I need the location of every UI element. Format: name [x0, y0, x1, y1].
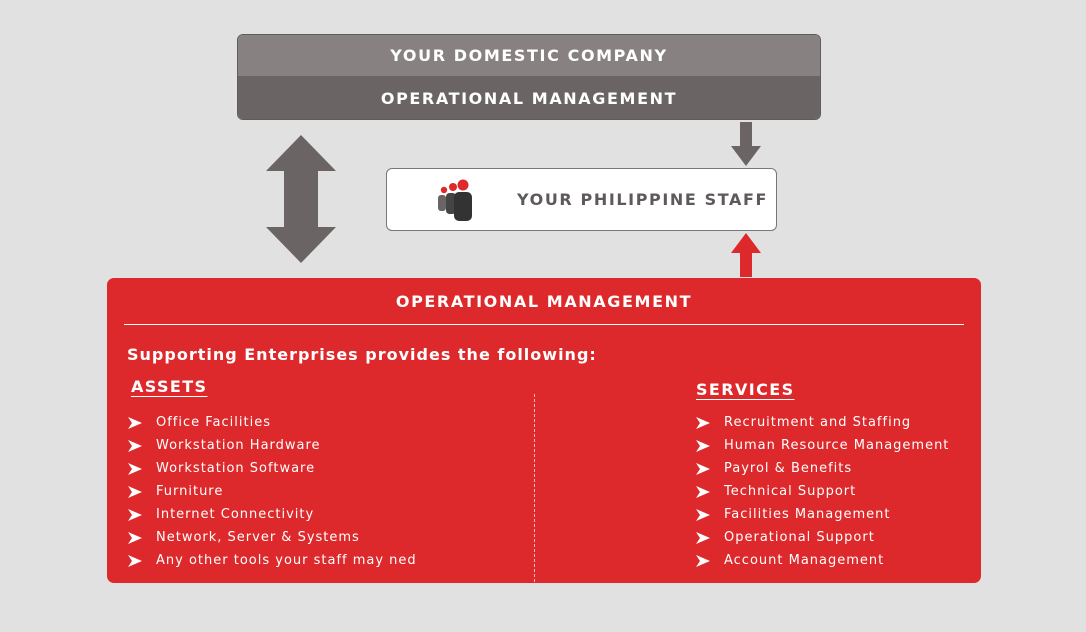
- chevron-right-icon: [128, 531, 156, 544]
- chevron-right-icon: [696, 485, 724, 498]
- list-item: Operational Support: [696, 526, 949, 549]
- list-item-label: Human Resource Management: [724, 438, 950, 453]
- list-item-label: Furniture: [156, 484, 224, 499]
- down-arrow-icon: [731, 122, 761, 166]
- chevron-right-icon: [696, 508, 724, 521]
- company-title: YOUR DOMESTIC COMPANY: [238, 35, 820, 76]
- up-arrow-icon: [731, 233, 761, 277]
- people-group-icon: [438, 179, 472, 221]
- list-item: Workstation Hardware: [128, 434, 417, 457]
- chevron-right-icon: [696, 531, 724, 544]
- chevron-right-icon: [696, 416, 724, 429]
- chevron-right-icon: [128, 439, 156, 452]
- list-item-label: Payrol & Benefits: [724, 461, 853, 476]
- list-item: Workstation Software: [128, 457, 417, 480]
- operational-management-panel: OPERATIONAL MANAGEMENT Supporting Enterp…: [107, 278, 981, 583]
- list-item: Account Management: [696, 549, 949, 572]
- chevron-right-icon: [128, 554, 156, 567]
- list-item-label: Internet Connectivity: [156, 507, 315, 522]
- list-item: Technical Support: [696, 480, 949, 503]
- list-item-label: Any other tools your staff may ned: [156, 553, 417, 568]
- services-title: SERVICES: [696, 380, 795, 399]
- list-item: Facilities Management: [696, 503, 949, 526]
- list-item: Internet Connectivity: [128, 503, 417, 526]
- list-item: Human Resource Management: [696, 434, 949, 457]
- domestic-company-box: YOUR DOMESTIC COMPANY OPERATIONAL MANAGE…: [237, 34, 821, 120]
- list-item-label: Account Management: [724, 553, 885, 568]
- list-item-label: Network, Server & Systems: [156, 530, 360, 545]
- list-item-label: Facilities Management: [724, 507, 891, 522]
- panel-divider: [124, 324, 964, 325]
- philippine-staff-box: YOUR PHILIPPINE STAFF: [386, 168, 777, 231]
- list-item: Furniture: [128, 480, 417, 503]
- chevron-right-icon: [696, 439, 724, 452]
- list-item: Any other tools your staff may ned: [128, 549, 417, 572]
- chevron-right-icon: [696, 462, 724, 475]
- list-item-label: Operational Support: [724, 530, 875, 545]
- assets-title: ASSETS: [131, 377, 208, 396]
- panel-intro: Supporting Enterprises provides the foll…: [127, 345, 597, 364]
- list-item: Recruitment and Staffing: [696, 411, 949, 434]
- list-item-label: Technical Support: [724, 484, 857, 499]
- chevron-right-icon: [128, 462, 156, 475]
- chevron-right-icon: [696, 554, 724, 567]
- list-item: Office Facilities: [128, 411, 417, 434]
- list-item: Payrol & Benefits: [696, 457, 949, 480]
- panel-heading: OPERATIONAL MANAGEMENT: [395, 292, 693, 311]
- list-item-label: Office Facilities: [156, 415, 271, 430]
- company-subtitle: OPERATIONAL MANAGEMENT: [238, 76, 820, 119]
- list-item: Network, Server & Systems: [128, 526, 417, 549]
- list-item-label: Recruitment and Staffing: [724, 415, 912, 430]
- chevron-right-icon: [128, 416, 156, 429]
- list-item-label: Workstation Software: [156, 461, 316, 476]
- double-arrow-icon: [266, 135, 336, 263]
- chevron-right-icon: [128, 485, 156, 498]
- staff-label: YOUR PHILIPPINE STAFF: [517, 190, 769, 209]
- chevron-right-icon: [128, 508, 156, 521]
- column-divider: [534, 394, 535, 582]
- list-item-label: Workstation Hardware: [156, 438, 321, 453]
